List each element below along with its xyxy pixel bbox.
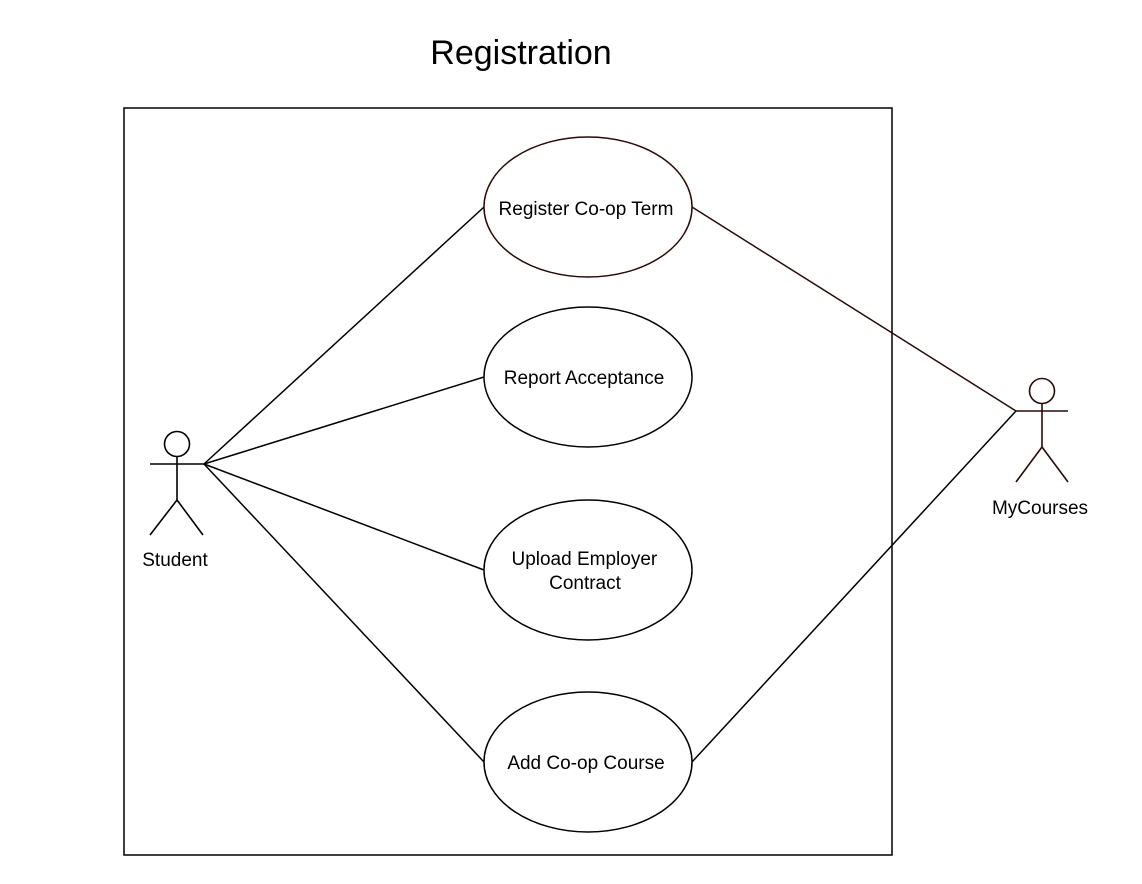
actor-left-leg xyxy=(1015,446,1043,483)
actor-right-leg xyxy=(1041,446,1069,483)
use-case-label-line: Contract xyxy=(549,573,622,594)
system-boundary xyxy=(123,107,893,856)
association-student-add-co-op-course xyxy=(203,463,485,763)
actor-label: MyCourses xyxy=(992,498,1088,519)
actor-left-leg xyxy=(149,499,178,536)
use-case-report-acceptance[interactable]: Report Acceptance xyxy=(483,306,693,448)
use-case-upload-employer-contract[interactable]: Upload Employer Contract xyxy=(483,499,693,641)
use-case-ellipse xyxy=(483,136,693,278)
use-case-ellipse xyxy=(483,691,693,833)
use-case-register-co-op-term[interactable]: Register Co-op Term xyxy=(483,136,693,278)
use-case-label: Report Acceptance xyxy=(504,368,665,389)
actor-right-leg xyxy=(176,499,204,536)
use-case-label-line: Add Co-op Course xyxy=(507,753,664,774)
association-student-upload-employer-contract xyxy=(203,463,485,571)
actor-head xyxy=(163,430,191,458)
use-case-add-co-op-course[interactable]: Add Co-op Course xyxy=(483,691,693,833)
use-case-label: Upload Employer Contract xyxy=(511,549,662,594)
actor-student[interactable]: Student xyxy=(142,430,208,572)
use-case-ellipse xyxy=(483,499,693,641)
stick-figure-icon xyxy=(1015,377,1069,483)
association-student-register-co-op-term xyxy=(203,206,485,465)
actor-head xyxy=(1028,377,1056,405)
stick-figure-icon xyxy=(149,430,204,536)
use-case-label-line: Register Co-op Term xyxy=(499,199,674,220)
association-mycourses-register-co-op-term xyxy=(691,206,1017,412)
actor-label: Student xyxy=(142,550,208,571)
use-case-ellipse xyxy=(483,306,693,448)
association-student-report-acceptance xyxy=(203,376,485,465)
use-case-label: Register Co-op Term xyxy=(499,199,674,220)
use-case-label-line: Report Acceptance xyxy=(504,368,665,389)
association-mycourses-add-co-op-course xyxy=(691,410,1017,763)
diagram-title: Registration xyxy=(430,34,611,72)
use-case-label-line: Upload Employer xyxy=(511,549,657,570)
use-case-label: Add Co-op Course xyxy=(507,753,664,774)
actor-mycourses[interactable]: MyCourses xyxy=(992,377,1088,520)
